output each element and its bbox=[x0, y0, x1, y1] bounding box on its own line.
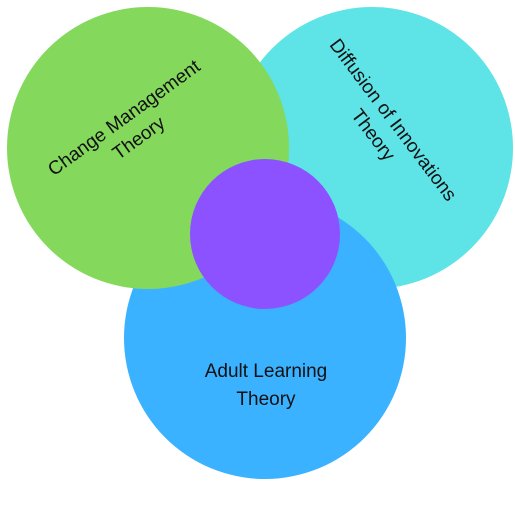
adult-learning-label-line-1: Adult Learning bbox=[205, 361, 328, 382]
adult-learning-label: Adult Learning Theory bbox=[205, 361, 328, 410]
center-intersection-circle bbox=[190, 159, 340, 309]
adult-learning-label-line-2: Theory bbox=[236, 389, 296, 410]
